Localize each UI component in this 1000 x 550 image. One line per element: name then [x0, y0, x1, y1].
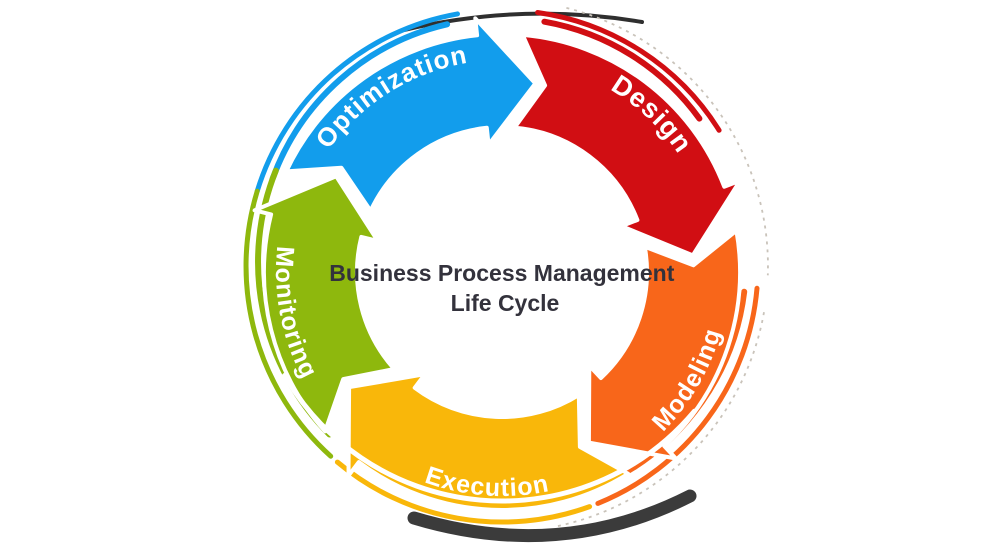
segment-arrow-optimization	[284, 16, 538, 213]
swoosh-arc-modeling	[595, 285, 760, 506]
center-title-line2: Life Cycle	[451, 290, 560, 316]
swoosh-arc-optimization	[269, 21, 451, 182]
top-shadow-arc	[402, 11, 644, 32]
bottom-shadow-arc	[407, 489, 697, 543]
white-spiral-cut	[282, 373, 697, 504]
swoosh-arc-execution	[334, 459, 593, 525]
swoosh-arc-optimization	[254, 11, 460, 194]
cycle-segments-layer	[252, 16, 743, 512]
white-cut-layer	[282, 373, 697, 504]
diagram-center-title: Business Process Management Life Cycle	[329, 260, 681, 316]
swoosh-arc-design	[535, 10, 722, 133]
center-title-line1: Business Process Management	[329, 260, 674, 286]
swoosh-arc-monitoring	[243, 188, 334, 459]
swoosh-arc-design	[541, 18, 703, 122]
segment-arrow-modeling	[586, 228, 742, 461]
shadow-arcs-layer	[402, 7, 769, 543]
segment-arrow-execution	[346, 372, 631, 512]
segment-arrow-monitoring	[252, 174, 397, 434]
segment-arrow-design	[512, 32, 743, 258]
